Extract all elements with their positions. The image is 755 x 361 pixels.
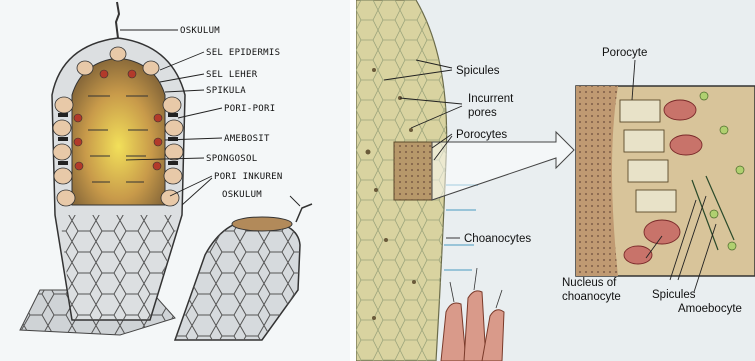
label-oskulum-small: OSKULUM — [222, 190, 262, 200]
sponge-illustration-right: Spicules Incurrent pores Porocytes Choan… — [356, 0, 755, 361]
label-amebosit: AMEBOSIT — [224, 134, 270, 144]
label-choanocytes: Choanocytes — [464, 233, 531, 245]
osculum-stalk — [116, 2, 119, 38]
label-spikula: SPIKULA — [206, 86, 246, 96]
label-incurrent: Incurrent — [468, 93, 514, 105]
label-pores: pores — [468, 107, 497, 119]
label-sel-leher: SEL LEHER — [206, 70, 258, 80]
callout-arrow — [432, 132, 574, 200]
sponge-illustration-left: OSKULUM SEL EPIDERMIS SEL LEHER SPIKULA … — [0, 0, 350, 361]
label-porocytes: Porocytes — [456, 129, 507, 141]
label-spongosol: SPONGOSOL — [206, 154, 257, 164]
spongocoel — [72, 58, 165, 205]
label-sel-epidermis: SEL EPIDERMIS — [206, 48, 280, 58]
sponge-diagram-right: Spicules Incurrent pores Porocytes Choan… — [356, 0, 755, 361]
sponge-cluster — [441, 291, 504, 361]
inset-detail — [576, 86, 755, 276]
label-pori-pori: PORI-PORI — [224, 104, 275, 114]
label-nucleus-of: Nucleus of — [562, 277, 617, 289]
label-spicules-inset: Spicules — [652, 289, 696, 301]
label-pori-inkuren: PORI INKUREN — [214, 172, 283, 182]
label-choanocyte: choanocyte — [562, 291, 621, 303]
label-amoebocyte: Amoebocyte — [678, 303, 742, 315]
sponge-diagram-left: OSKULUM SEL EPIDERMIS SEL LEHER SPIKULA … — [0, 0, 350, 361]
label-spicules: Spicules — [456, 65, 500, 77]
label-oskulum-top: OSKULUM — [180, 26, 220, 36]
label-porocyte: Porocyte — [602, 47, 647, 59]
